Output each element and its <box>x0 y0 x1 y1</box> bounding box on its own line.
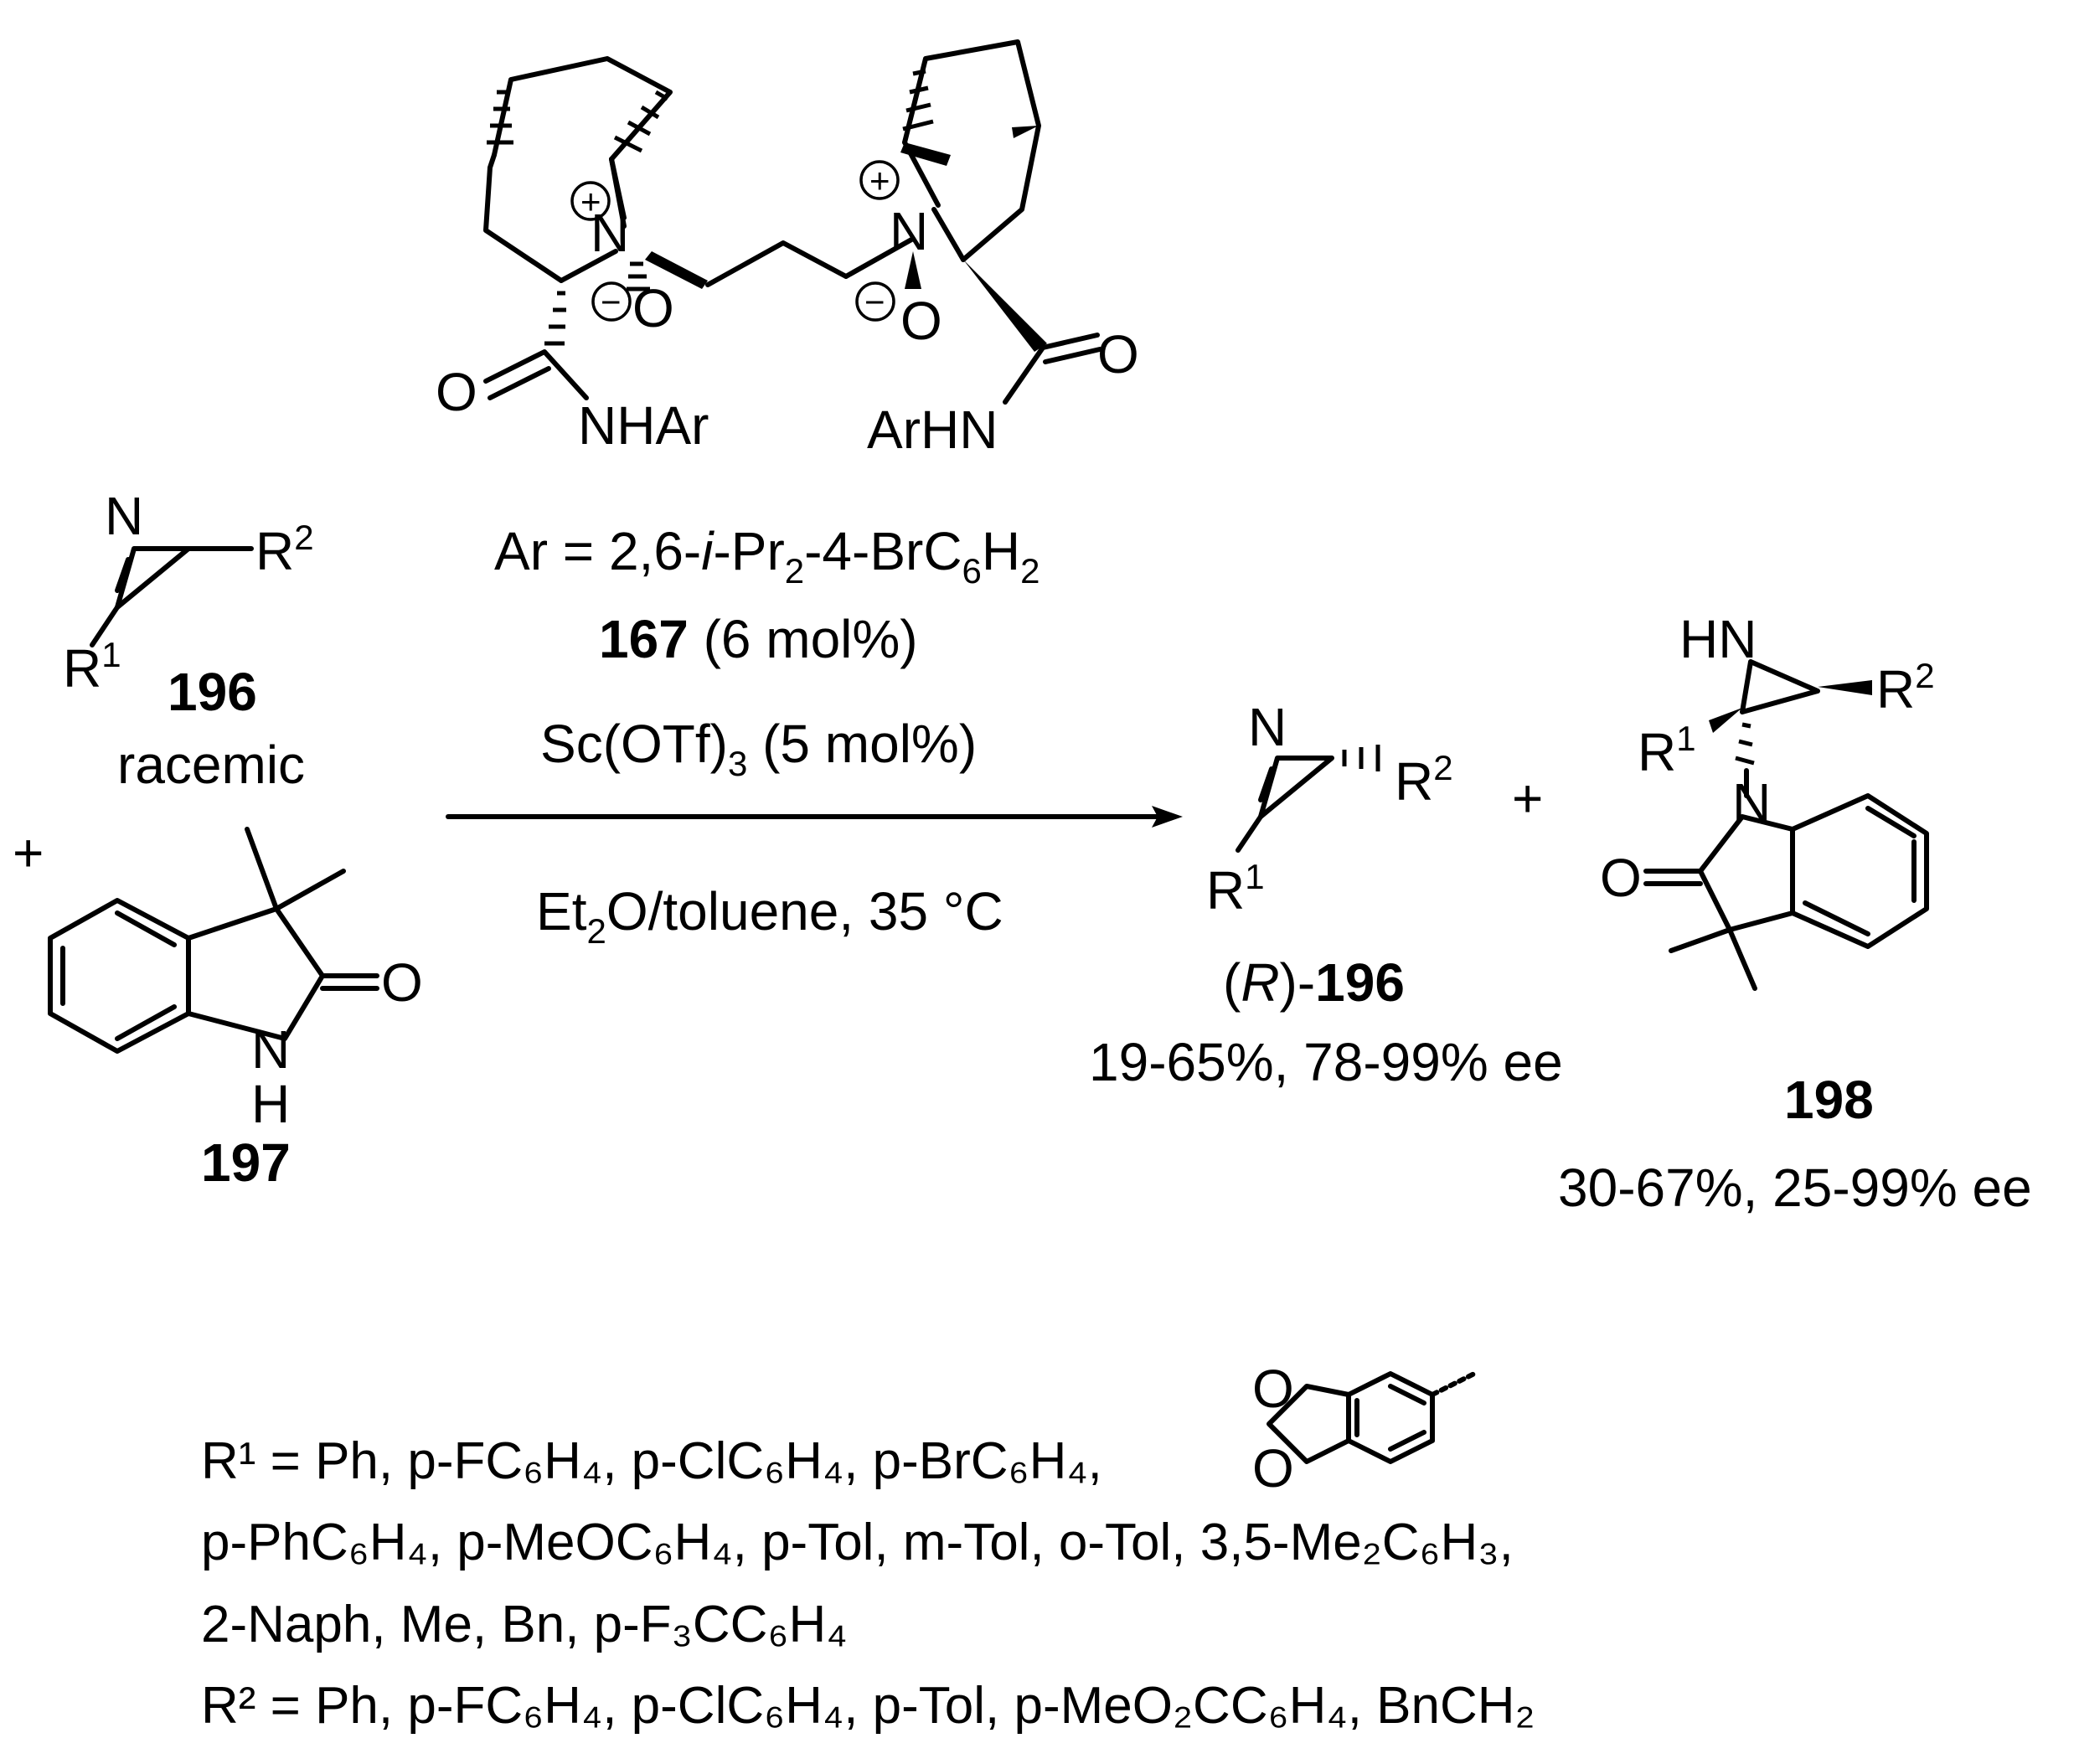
product-azirine-r1: R1 <box>1206 857 1265 921</box>
oxindole-n: N <box>251 1019 290 1080</box>
compound-196-number: 196 <box>168 662 257 722</box>
r2-substituents-line: R² = Ph, p-FC₆H₄, p-ClC₆H₄, p-Tol, p-MeO… <box>201 1677 1535 1735</box>
r-azirine-product-structure <box>1236 745 1380 853</box>
aziridine-198-structure <box>1643 659 1929 991</box>
catalyst-label: 167 (6 mol%) <box>599 609 918 669</box>
catalyst-carbonyl-o-right: O <box>1097 324 1139 384</box>
catalyst-amide-left: NHAr <box>578 395 709 456</box>
product-196-label: (R)-196 <box>1223 952 1405 1013</box>
product-azirine-n: N <box>1248 697 1287 757</box>
oxindole-o: O <box>381 952 423 1013</box>
lewis-acid-label: Sc(OTf)3 (5 mol%) <box>540 714 977 783</box>
reaction-arrow <box>446 806 1183 828</box>
r1-substituents-line2: p-PhC₆H₄, p-MeOC₆H₄, p-Tol, m-Tol, o-Tol… <box>201 1514 1514 1571</box>
minus-charge-left: − <box>601 282 622 322</box>
plus-sign-left: + <box>13 823 44 883</box>
r1-substituents-line1: R¹ = Ph, p-FC₆H₄, p-ClC₆H₄, p-BrC₆H₄, <box>201 1432 1102 1490</box>
compound-197-number: 197 <box>201 1132 291 1193</box>
catalyst-o-right: O <box>900 291 942 351</box>
racemic-descriptor: racemic <box>117 735 305 795</box>
aziridine-r1: R1 <box>1638 719 1696 782</box>
azirine-r2: R2 <box>255 518 314 581</box>
azirine-n: N <box>105 486 143 546</box>
catalyst-167-structure <box>483 39 1102 405</box>
azirine-196-structure <box>90 546 254 647</box>
aziridine-oxindole-o: O <box>1600 848 1642 908</box>
r1-substituents-line3: 2-Naph, Me, Bn, p-F₃CC₆H₄ <box>201 1596 848 1653</box>
product-196-yield: 19-65%, 78-99% ee <box>1089 1032 1563 1092</box>
azirine-r1: R1 <box>63 635 121 699</box>
catalyst-n-left: N <box>591 203 629 263</box>
ar-definition: Ar = 2,6-i-Pr2-4-BrC6H2 <box>494 521 1040 591</box>
aziridine-oxindole-n: N <box>1732 772 1771 833</box>
conditions-label: Et2O/toluene, 35 °C <box>536 881 1003 951</box>
minus-charge-right: − <box>864 282 885 322</box>
compound-198-number: 198 <box>1784 1070 1874 1130</box>
plus-sign-right: + <box>1512 768 1543 828</box>
oxindole-h: H <box>251 1074 290 1134</box>
catalyst-carbonyl-o-left: O <box>436 362 477 422</box>
product-198-yield: 30-67%, 25-99% ee <box>1558 1158 2032 1218</box>
benzodioxole-o-bottom: O <box>1252 1438 1294 1498</box>
oxindole-197-structure <box>48 827 379 1054</box>
plus-charge-left: + <box>580 182 601 221</box>
plus-charge-right: + <box>869 161 890 200</box>
benzodioxolyl-structure <box>1266 1371 1477 1464</box>
aziridine-hn: HN <box>1679 609 1757 669</box>
benzodioxole-o-top: O <box>1252 1359 1294 1419</box>
aziridine-r2: R2 <box>1876 656 1935 720</box>
catalyst-o-left: O <box>632 278 674 338</box>
product-azirine-r2: R2 <box>1395 748 1453 812</box>
catalyst-amide-right: ArHN <box>867 400 998 460</box>
catalyst-n-right: N <box>890 201 928 261</box>
